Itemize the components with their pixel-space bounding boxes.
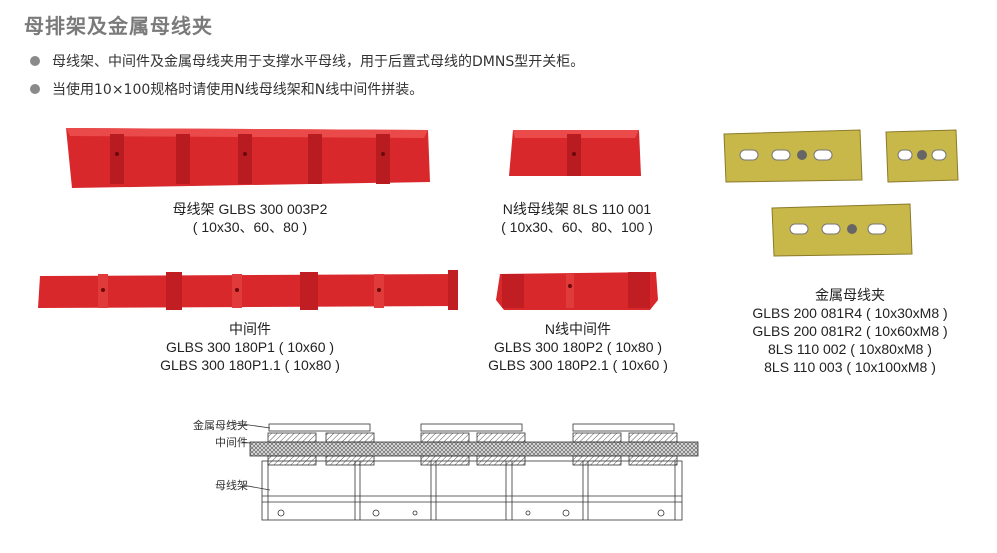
bullet-item: 母线架、中间件及金属母线夹用于支撑水平母线，用于后置式母线的DMNS型开关柜。: [30, 51, 584, 71]
bullet-text: 母线架、中间件及金属母线夹用于支撑水平母线，用于后置式母线的DMNS型开关柜。: [52, 54, 585, 70]
diagram-label-intermediate: 中间件: [215, 436, 248, 449]
n-intermediate-piece-image: [496, 272, 658, 310]
metal-clamp-image: [723, 129, 959, 257]
bullet-dot-icon: [30, 84, 40, 94]
bullet-item: 当使用10×100规格时请使用N线母线架和N线中间件拼装。: [30, 79, 423, 99]
busbar-holder-image: [66, 128, 430, 188]
product-caption: 母线架 GLBS 300 003P2( 10x30、60、80 ): [172, 201, 328, 235]
assembly-diagram: [227, 421, 699, 521]
page-title: 母排架及金属母线夹: [24, 14, 213, 38]
n-busbar-holder-image: [509, 130, 641, 176]
diagram-label-holder: 母线架: [215, 479, 248, 492]
product-caption: N线母线架 8LS 110 001( 10x30、60、80、100 ): [501, 201, 653, 235]
bullet-text: 当使用10×100规格时请使用N线母线架和N线中间件拼装。: [52, 82, 424, 98]
bullet-dot-icon: [30, 56, 40, 66]
intermediate-piece-image: [38, 270, 458, 310]
diagram-label-clamp: 金属母线夹: [193, 419, 248, 432]
